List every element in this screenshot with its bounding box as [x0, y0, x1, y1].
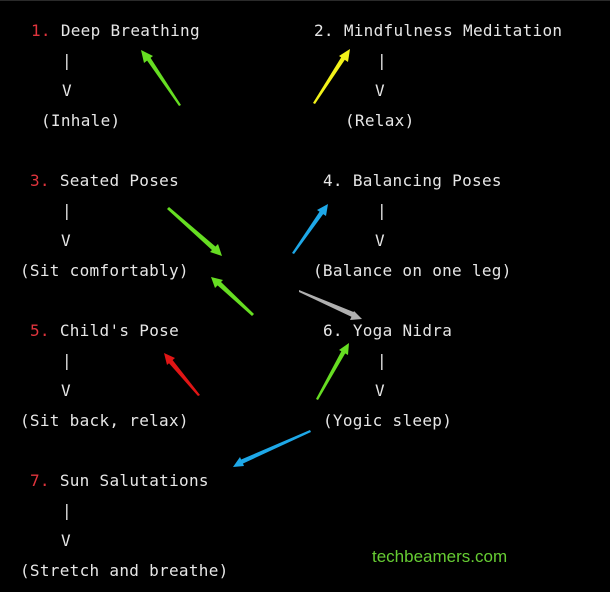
step-6-pipe: | — [377, 351, 387, 370]
green-arrow-to-step6-icon — [316, 343, 349, 400]
step-7-note: (Stretch and breathe) — [20, 561, 229, 580]
blue-arrow-to-step4-icon — [292, 204, 328, 254]
step-5-heading: 5. Child's Pose — [30, 321, 179, 341]
blue-arrow-to-step7-icon — [233, 430, 311, 467]
step-4-heading: 4. Balancing Poses — [323, 171, 502, 191]
green-arrow-up-to-step3-note-icon — [211, 277, 254, 316]
red-arrow-to-step5-icon — [164, 353, 200, 396]
step-2-number: 2. — [314, 21, 334, 40]
step-3-down-arrow: V — [61, 231, 71, 250]
step-5-title: Child's Pose — [59, 321, 180, 340]
step-3-title: Seated Poses — [59, 171, 180, 190]
step-1-note: (Inhale) — [41, 111, 121, 130]
step-1-title: Deep Breathing — [60, 21, 200, 40]
step-6-down-arrow: V — [375, 381, 385, 400]
step-3-note: (Sit comfortably) — [20, 261, 189, 280]
step-7-heading: 7. Sun Salutations — [30, 471, 209, 491]
step-2-title: Mindfulness Meditation — [343, 21, 563, 40]
step-1-heading: 1. Deep Breathing — [31, 21, 200, 41]
step-3-pipe: | — [62, 201, 72, 220]
step-2-down-arrow: V — [375, 81, 385, 100]
step-4-number: 4. — [323, 171, 343, 190]
step-2-heading: 2. Mindfulness Meditation — [314, 21, 562, 41]
step-5-note: (Sit back, relax) — [20, 411, 189, 430]
step-3-number: 3. — [30, 171, 50, 190]
step-4-title: Balancing Poses — [352, 171, 502, 190]
step-6-title: Yoga Nidra — [352, 321, 453, 340]
gray-arrow-to-step6-icon — [299, 290, 362, 320]
step-2-note: (Relax) — [345, 111, 415, 130]
step-7-pipe: | — [62, 501, 72, 520]
step-4-down-arrow: V — [375, 231, 385, 250]
step-2-pipe: | — [377, 51, 387, 70]
step-6-number: 6. — [323, 321, 343, 340]
step-4-pipe: | — [377, 201, 387, 220]
step-5-pipe: | — [62, 351, 72, 370]
step-7-down-arrow: V — [61, 531, 71, 550]
step-1-number: 1. — [31, 21, 51, 40]
step-1-pipe: | — [62, 51, 72, 70]
step-4-note: (Balance on one leg) — [313, 261, 512, 280]
step-6-note: (Yogic sleep) — [323, 411, 453, 430]
green-arrow-to-step1-icon — [141, 50, 181, 106]
step-6-heading: 6. Yoga Nidra — [323, 321, 452, 341]
step-5-down-arrow: V — [61, 381, 71, 400]
step-3-heading: 3. Seated Poses — [30, 171, 179, 191]
watermark-text: techbeamers.com — [372, 547, 508, 566]
step-7-title: Sun Salutations — [59, 471, 209, 490]
step-7-number: 7. — [30, 471, 50, 490]
green-arrow-step3-down-icon — [167, 207, 222, 256]
step-5-number: 5. — [30, 321, 50, 340]
yellow-arrow-to-step2-icon — [313, 49, 350, 104]
step-1-down-arrow: V — [62, 81, 72, 100]
